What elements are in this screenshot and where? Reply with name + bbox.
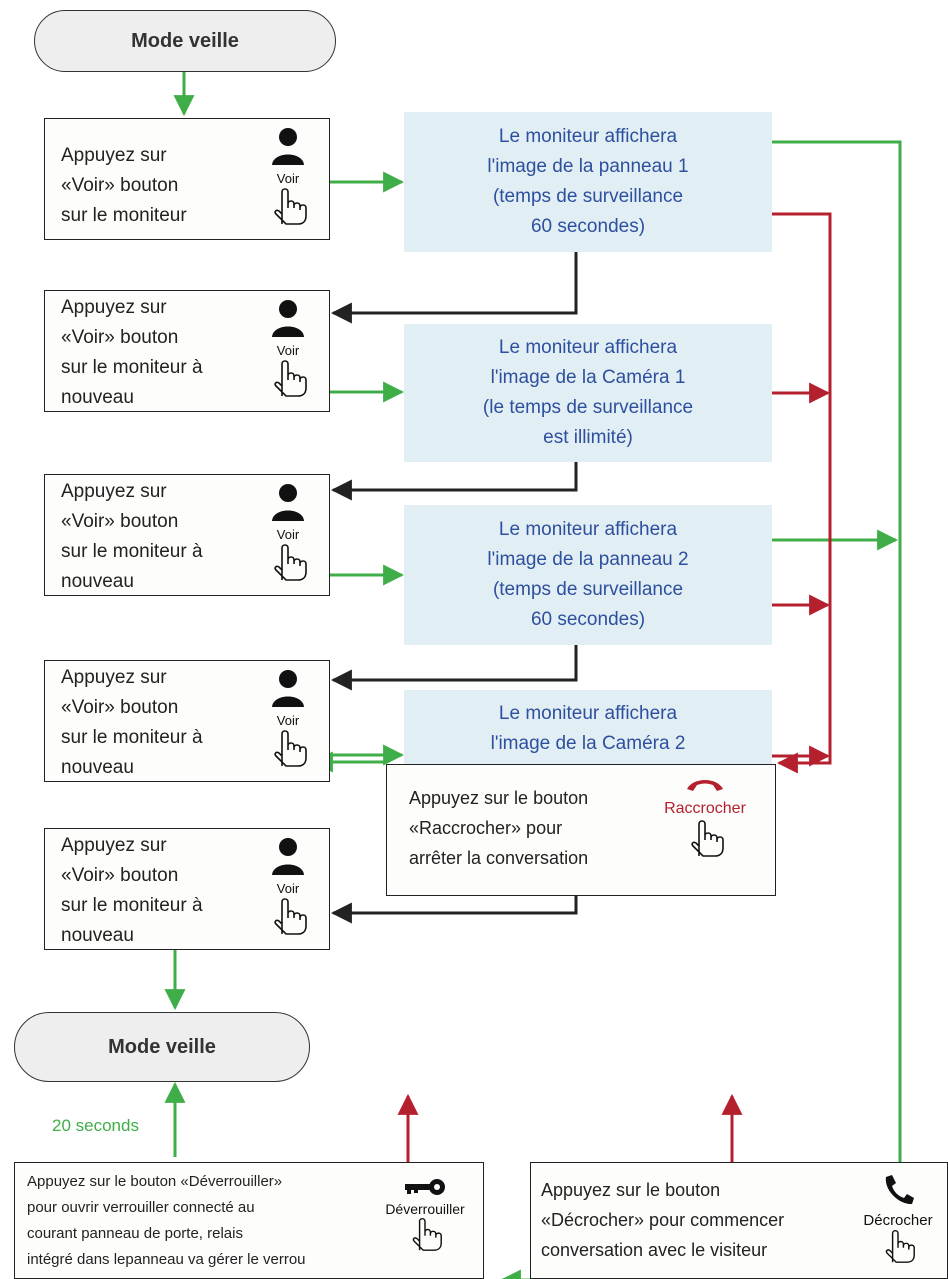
hand-pointer-icon <box>274 730 307 767</box>
hand-pointer-icon <box>274 360 307 397</box>
timeout-label: 20 seconds <box>52 1116 139 1135</box>
monitor-screen-panel-1: Le moniteur affichera l'image de la pann… <box>404 112 772 252</box>
screen-text: Le moniteur affichera l'image de la pann… <box>487 126 689 237</box>
standby-mode-bottom: Mode veille <box>14 1012 310 1082</box>
view-button-label: Voir <box>276 343 300 358</box>
hand-pointer-icon <box>885 1229 915 1263</box>
action-text: Appuyez sur «Voir» bouton sur le moniteu… <box>61 481 203 592</box>
unlock-box: Appuyez sur le bouton «Déverrouiller» po… <box>14 1162 484 1279</box>
action-box-4: Appuyez sur «Voir» bouton sur le moniteu… <box>44 660 330 782</box>
monitor-screen-camera-1: Le moniteur affichera l'image de la Camé… <box>404 324 772 462</box>
pickup-text: Appuyez sur le bouton «Décrocher» pour c… <box>541 1180 785 1260</box>
monitor-screen-panel-2: Le moniteur affichera l'image de la pann… <box>404 505 772 645</box>
standby-mode-top-label: Mode veille <box>131 29 239 52</box>
pickup-button-icon-group: Décrocher <box>853 1173 943 1269</box>
standby-mode-top: Mode veille <box>34 10 336 72</box>
person-icon <box>272 484 304 521</box>
action-box-5: Appuyez sur «Voir» bouton sur le moniteu… <box>44 828 330 950</box>
person-icon <box>272 128 304 165</box>
screen-text: Le moniteur affichera l'image de la pann… <box>487 519 689 630</box>
view-button-label: Voir <box>276 527 300 542</box>
key-icon <box>405 1179 445 1195</box>
action-text: Appuyez sur «Voir» bouton sur le moniteu… <box>61 145 187 226</box>
phone-hangup-icon <box>687 780 723 791</box>
view-button-icon-group: Voir <box>263 483 313 587</box>
view-button-icon-group: Voir <box>263 837 313 941</box>
view-button-icon-group: Voir <box>263 299 313 403</box>
hand-pointer-icon <box>274 544 307 581</box>
hangup-box: Appuyez sur le bouton «Raccrocher» pour … <box>386 764 776 896</box>
person-icon <box>272 300 304 337</box>
hangup-button-icon-group: Raccrocher <box>645 775 765 863</box>
unlock-button-label: Déverrouiller <box>385 1201 465 1217</box>
hand-pointer-icon <box>691 820 724 857</box>
view-button-label: Voir <box>276 171 300 186</box>
view-button-icon-group: Voir <box>263 127 313 231</box>
person-icon <box>272 670 304 707</box>
view-button-label: Voir <box>276 713 300 728</box>
view-button-label: Voir <box>276 881 300 896</box>
action-box-3: Appuyez sur «Voir» bouton sur le moniteu… <box>44 474 330 596</box>
action-text: Appuyez sur «Voir» bouton sur le moniteu… <box>61 297 203 408</box>
action-text: Appuyez sur «Voir» bouton sur le moniteu… <box>61 667 203 778</box>
phone-pickup-icon <box>885 1175 914 1205</box>
unlock-text: Appuyez sur le bouton «Déverrouiller» po… <box>27 1173 306 1268</box>
hand-pointer-icon <box>274 188 307 225</box>
hand-pointer-icon <box>412 1217 442 1251</box>
pickup-box: Appuyez sur le bouton «Décrocher» pour c… <box>530 1162 948 1279</box>
unlock-button-icon-group: Déverrouiller <box>373 1177 477 1257</box>
hand-pointer-icon <box>274 898 307 935</box>
pickup-button-label: Décrocher <box>863 1212 933 1229</box>
view-button-icon-group: Voir <box>263 669 313 773</box>
action-box-2: Appuyez sur «Voir» bouton sur le moniteu… <box>44 290 330 412</box>
action-text: Appuyez sur «Voir» bouton sur le moniteu… <box>61 835 203 946</box>
action-box-1: Appuyez sur «Voir» bouton sur le moniteu… <box>44 118 330 240</box>
screen-text: Le moniteur affichera l'image de la Camé… <box>482 337 694 448</box>
standby-mode-bottom-label: Mode veille <box>108 1035 216 1058</box>
person-icon <box>272 838 304 875</box>
hangup-text: Appuyez sur le bouton «Raccrocher» pour … <box>409 788 589 868</box>
hangup-button-label: Raccrocher <box>664 800 746 817</box>
